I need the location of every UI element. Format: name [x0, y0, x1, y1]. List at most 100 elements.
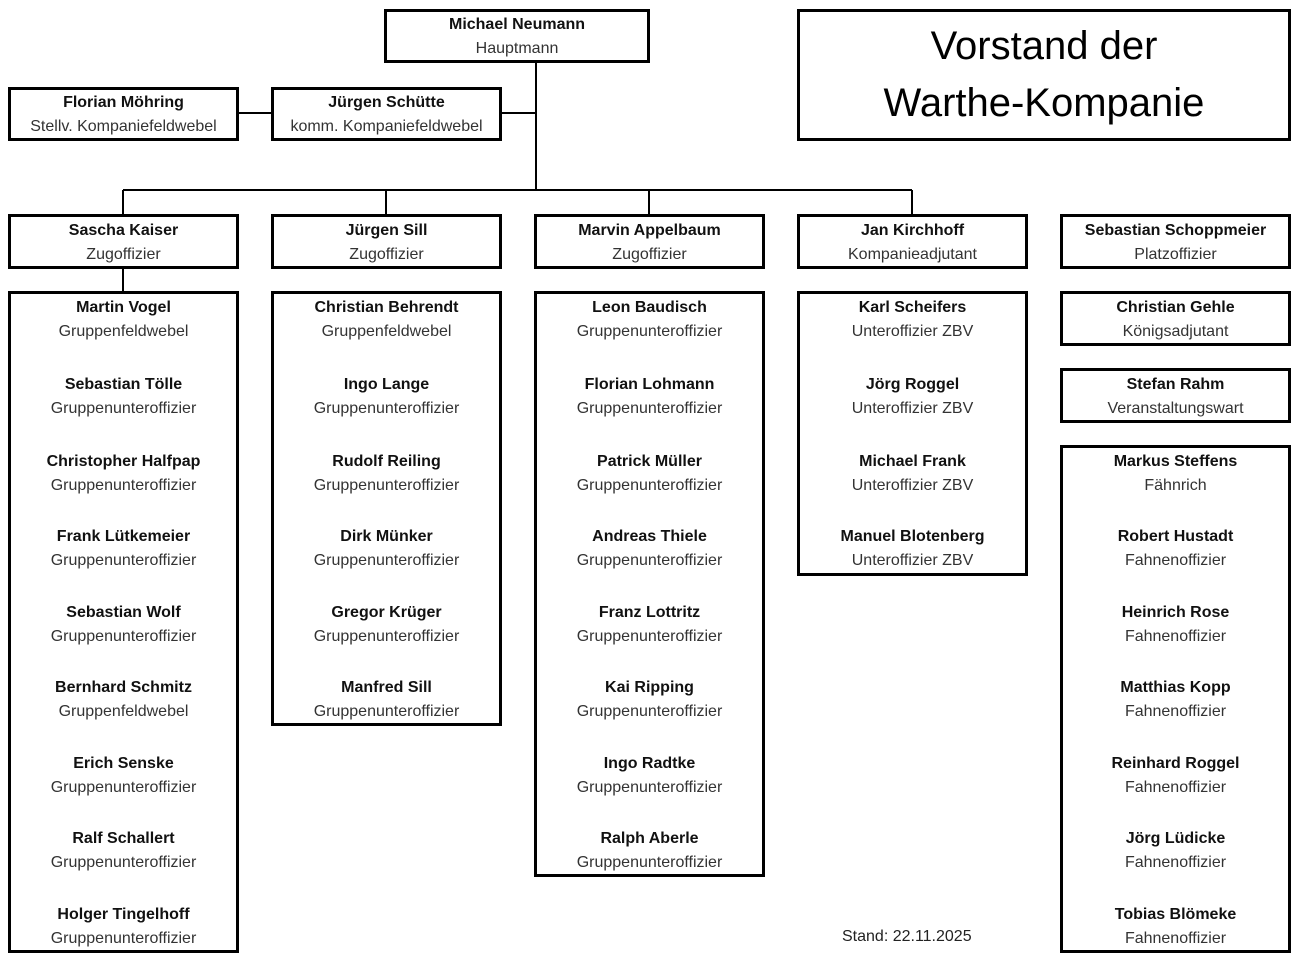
- member-name: Michael Frank: [859, 453, 966, 470]
- feldwebel-box: Jürgen Schütte komm. Kompaniefeldwebel: [271, 87, 502, 141]
- member-rank: Fahnenoffizier: [1124, 552, 1227, 569]
- member-name: Ingo Radtke: [603, 755, 696, 772]
- member-rank: Gruppenunteroffizier: [576, 552, 723, 569]
- member-rank: Unteroffizier ZBV: [851, 323, 974, 340]
- member-name: Matthias Kopp: [1120, 679, 1231, 696]
- member-name: Ralph Aberle: [600, 830, 699, 847]
- member-rank: Gruppenunteroffizier: [576, 400, 723, 417]
- member-rank: Fahnenoffizier: [1124, 854, 1227, 871]
- stellv-feldwebel-name: Florian Möhring: [63, 94, 184, 111]
- zug2-head-rank: Zugoffizier: [349, 246, 424, 263]
- veranstaltungswart-node: Stefan Rahm Veranstaltungswart: [1063, 373, 1288, 421]
- member-rank: Gruppenfeldwebel: [321, 323, 452, 340]
- koenigsadjutant-rank: Königsadjutant: [1122, 323, 1229, 340]
- member-name: Andreas Thiele: [592, 528, 707, 545]
- platzoffizier-node: Sebastian Schoppmeier Platzoffizier: [1063, 219, 1288, 267]
- feldwebel-name: Jürgen Schütte: [328, 94, 445, 111]
- member-rank: Fahnenoffizier: [1124, 703, 1227, 720]
- stellv-feldwebel-node: Florian Möhring Stellv. Kompaniefeldwebe…: [11, 91, 236, 139]
- zug3-head-node: Marvin Appelbaum Zugoffizier: [537, 219, 762, 267]
- member-name: Rudolf Reiling: [332, 453, 441, 470]
- member-rank: Fähnrich: [1144, 477, 1207, 494]
- member-name: Sebastian Tölle: [64, 376, 183, 393]
- member-name: Christian Behrendt: [314, 299, 459, 316]
- member-rank: Gruppenunteroffizier: [313, 703, 460, 720]
- member-rank: Gruppenunteroffizier: [50, 400, 197, 417]
- member-rank: Unteroffizier ZBV: [851, 477, 974, 494]
- adjutant-head-box: Jan Kirchhoff Kompanieadjutant: [797, 214, 1028, 269]
- zug3-head-rank: Zugoffizier: [612, 246, 687, 263]
- zug1-head-box: Sascha Kaiser Zugoffizier: [8, 214, 239, 269]
- member-name: Markus Steffens: [1113, 453, 1238, 470]
- adjutant-head-name: Jan Kirchhoff: [860, 222, 965, 239]
- member-name: Holger Tingelhoff: [57, 906, 190, 923]
- member-name: Sebastian Wolf: [66, 604, 181, 621]
- zug3-head-name: Marvin Appelbaum: [578, 222, 721, 239]
- member-name: Bernhard Schmitz: [55, 679, 192, 696]
- chief-rank: Hauptmann: [475, 40, 559, 57]
- member-name: Manuel Blotenberg: [840, 528, 985, 545]
- member-rank: Gruppenunteroffizier: [50, 779, 197, 796]
- platzoffizier-box: Sebastian Schoppmeier Platzoffizier: [1060, 214, 1291, 269]
- adjutant-head-node: Jan Kirchhoff Kompanieadjutant: [800, 219, 1025, 267]
- member-name: Jörg Lüdicke: [1125, 830, 1226, 847]
- zug1-head-rank: Zugoffizier: [86, 246, 161, 263]
- zug2-head-name: Jürgen Sill: [345, 222, 428, 239]
- zug1-head-node: Sascha Kaiser Zugoffizier: [11, 219, 236, 267]
- adjutant-head-rank: Kompanieadjutant: [848, 246, 977, 263]
- zug3-head-box: Marvin Appelbaum Zugoffizier: [534, 214, 765, 269]
- zug2-head-box: Jürgen Sill Zugoffizier: [271, 214, 502, 269]
- member-rank: Gruppenfeldwebel: [58, 323, 189, 340]
- member-rank: Gruppenunteroffizier: [576, 628, 723, 645]
- zug2-head-node: Jürgen Sill Zugoffizier: [274, 219, 499, 267]
- member-name: Manfred Sill: [341, 679, 432, 696]
- member-rank: Gruppenunteroffizier: [313, 552, 460, 569]
- feldwebel-node: Jürgen Schütte komm. Kompaniefeldwebel: [274, 91, 499, 139]
- member-rank: Fahnenoffizier: [1124, 779, 1227, 796]
- zug1-head-name: Sascha Kaiser: [68, 222, 179, 239]
- koenigsadjutant-box: Christian Gehle Königsadjutant: [1060, 291, 1291, 346]
- member-rank: Gruppenunteroffizier: [313, 400, 460, 417]
- member-rank: Gruppenunteroffizier: [576, 779, 723, 796]
- page-title: Vorstand der Warthe-Kompanie: [883, 24, 1205, 125]
- member-rank: Gruppenunteroffizier: [50, 628, 197, 645]
- platzoffizier-name: Sebastian Schoppmeier: [1084, 222, 1267, 239]
- member-name: Frank Lütkemeier: [56, 528, 191, 545]
- koenigsadjutant-node: Christian Gehle Königsadjutant: [1063, 296, 1288, 344]
- member-rank: Unteroffizier ZBV: [851, 400, 974, 417]
- koenigsadjutant-name: Christian Gehle: [1116, 299, 1235, 316]
- stellv-feldwebel-box: Florian Möhring Stellv. Kompaniefeldwebe…: [8, 87, 239, 141]
- chief-node: Michael Neumann Hauptmann: [387, 13, 647, 61]
- member-name: Reinhard Roggel: [1111, 755, 1240, 772]
- stand-date: Stand: 22.11.2025: [842, 928, 972, 945]
- veranstaltungswart-rank: Veranstaltungswart: [1107, 400, 1244, 417]
- member-name: Franz Lottritz: [598, 604, 701, 621]
- member-name: Erich Senske: [73, 755, 174, 772]
- member-rank: Gruppenunteroffizier: [576, 703, 723, 720]
